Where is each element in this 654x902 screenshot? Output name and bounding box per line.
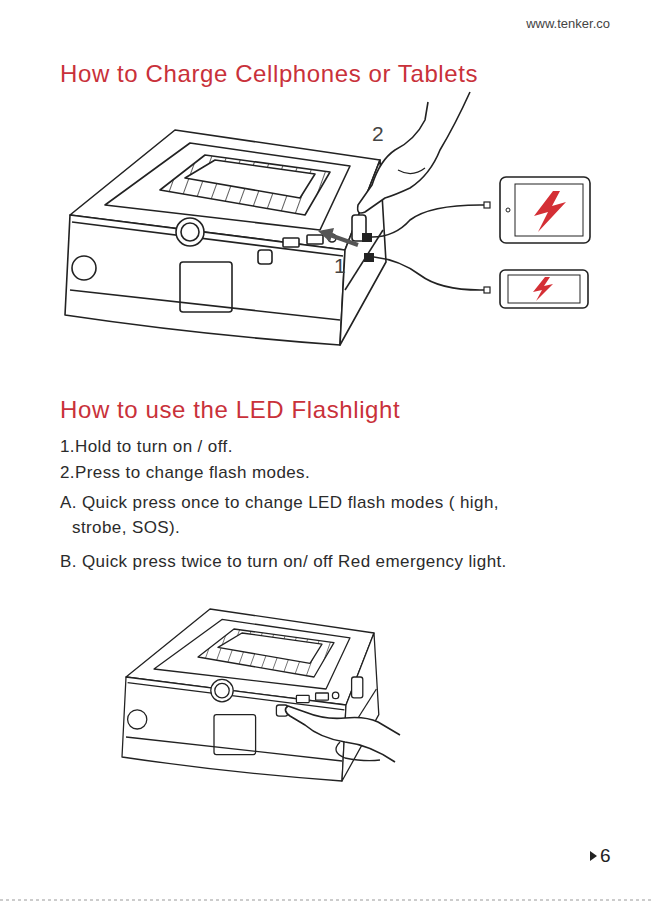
page-number: 6 (600, 845, 611, 867)
instruction-line: B. Quick press twice to turn on/ off Red… (60, 551, 507, 573)
callout-number: 2 (372, 122, 384, 146)
section-heading: How to Charge Cellphones or Tablets (60, 60, 478, 88)
instruction-line: 1.Hold to turn on / off. (60, 436, 233, 458)
website-url: www.tenker.co (526, 16, 610, 31)
instruction-line: A. Quick press once to change LED flash … (60, 490, 512, 540)
section-heading: How to use the LED Flashlight (60, 396, 400, 424)
instruction-line: 2.Press to change flash modes. (60, 462, 310, 484)
callout-number: 1 (334, 254, 346, 278)
